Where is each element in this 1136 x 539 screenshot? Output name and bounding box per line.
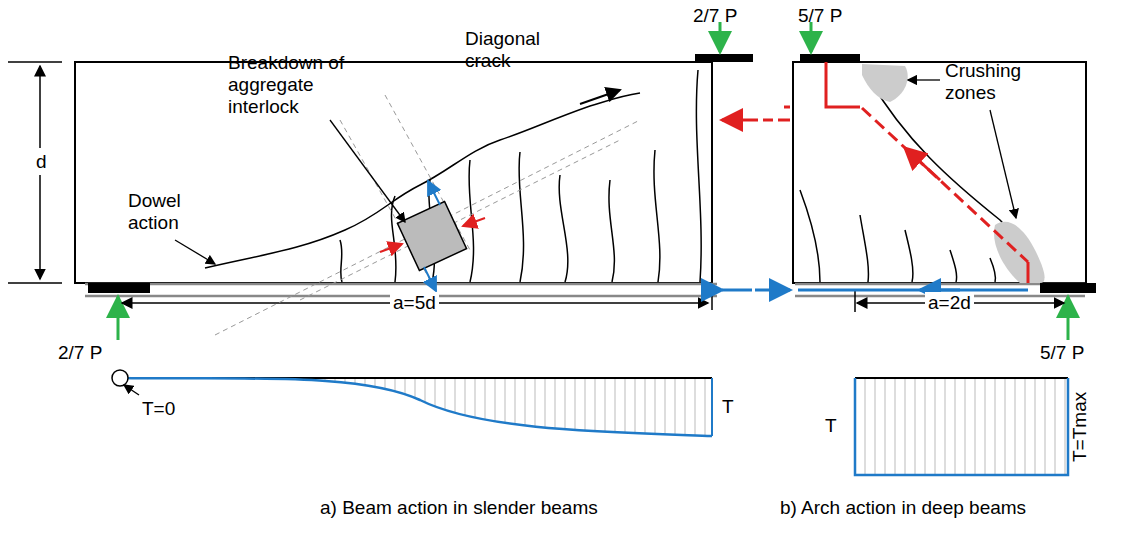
load-label: 5/7 P [798,5,842,27]
callout-label: Dowel action [128,190,208,234]
subfigure-caption: a) Beam action in slender beams [320,497,598,519]
tension-label: T=Tmax [1069,391,1091,461]
callout-label: Crushing zones [945,60,1055,104]
reaction-label: 5/7 P [1040,342,1084,364]
tension-label: T=0 [142,398,175,420]
reaction-label: 2/7 P [58,342,102,364]
crack-label: Diagonal crack [465,28,575,72]
dimension-label: a=5d [390,292,439,314]
callout-label: Breakdown of aggregate interlock [228,52,378,118]
tension-label: T [825,415,837,437]
load-label: 2/7 P [693,5,737,27]
dimension-label: d [33,151,50,173]
subfigure-caption: b) Arch action in deep beams [780,497,1026,519]
dimension-label: a=2d [925,292,974,314]
tension-label: T [722,396,734,418]
